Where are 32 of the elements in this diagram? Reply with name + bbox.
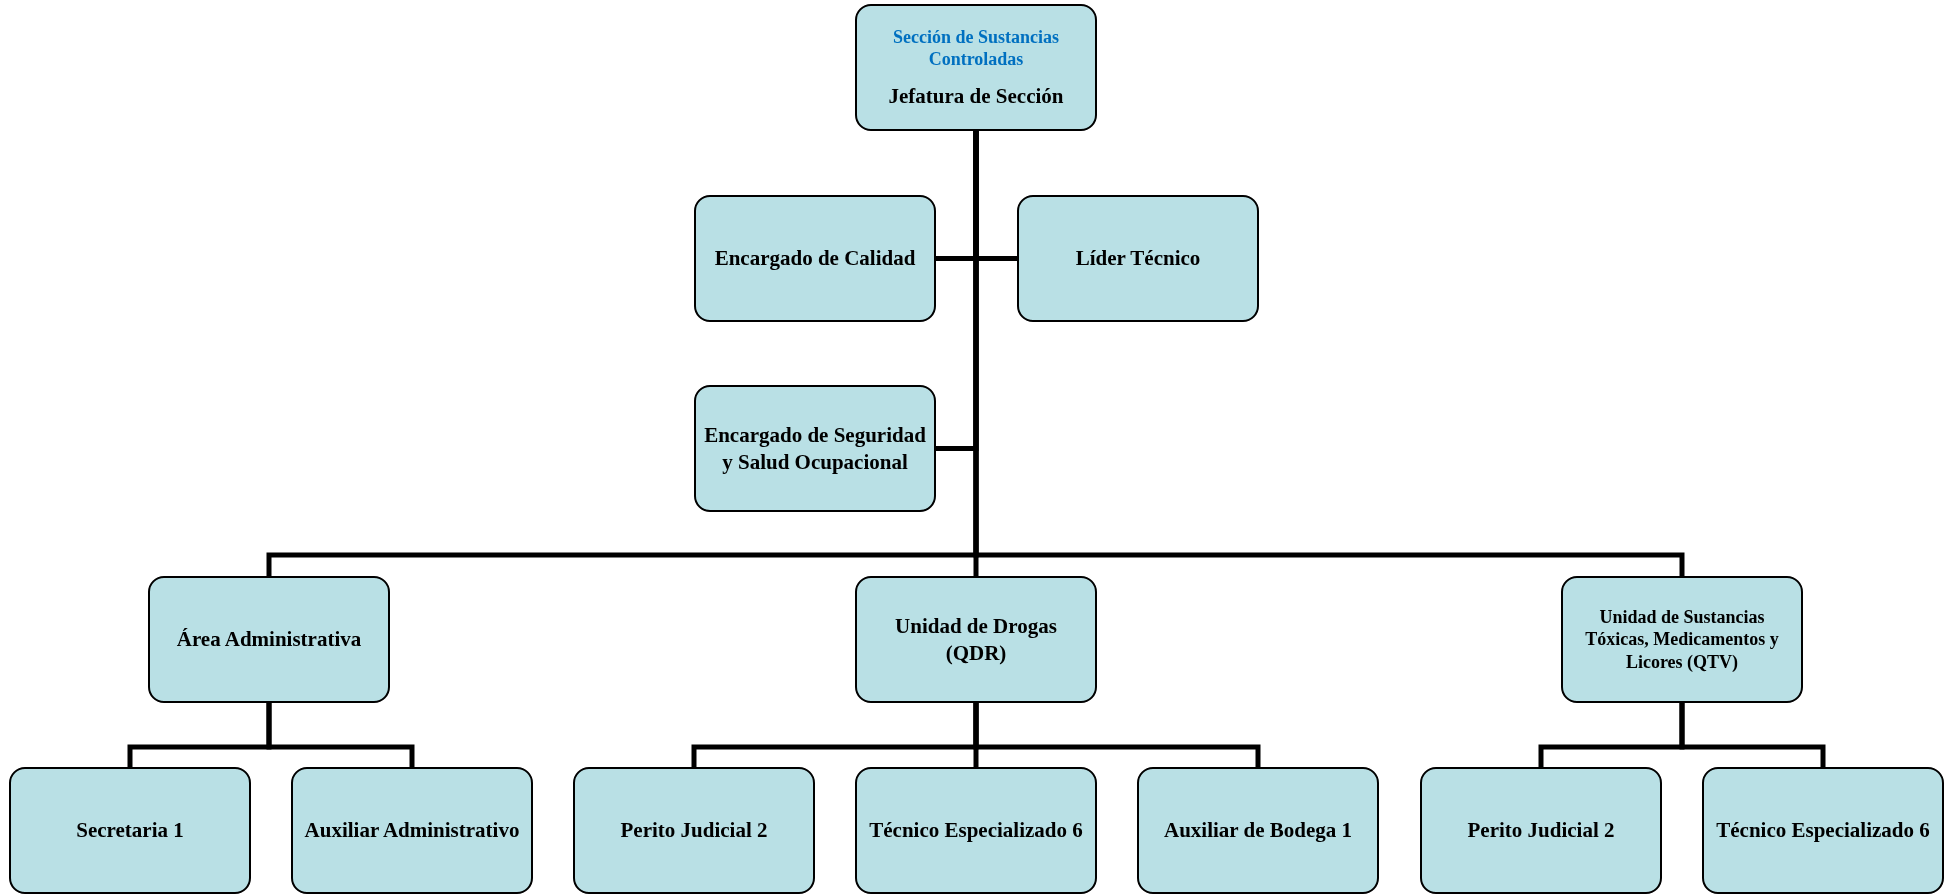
- box-label: Área Administrativa: [176, 626, 362, 653]
- box-label: Técnico Especializado 6: [1716, 817, 1930, 844]
- box-label: Unidad de Drogas (QDR): [894, 613, 1058, 666]
- org-box: [573, 767, 815, 894]
- org-box: [1420, 767, 1662, 894]
- connector-line: [266, 703, 415, 767]
- org-box: [855, 4, 1097, 131]
- org-box: [148, 576, 390, 703]
- org-box: [291, 767, 533, 894]
- org-box: [1702, 767, 1944, 894]
- box-label: Líder Técnico: [1075, 245, 1201, 272]
- box-label: Jefatura de Sección: [888, 82, 1064, 110]
- org-box: [855, 767, 1097, 894]
- connector-line: [973, 703, 1261, 767]
- box-label: Auxiliar de Bodega 1: [1163, 817, 1352, 844]
- box-label: Perito Judicial 2: [1467, 817, 1615, 844]
- org-box: [855, 576, 1097, 703]
- box-label: Secretaria 1: [76, 817, 184, 844]
- org-box: [1017, 195, 1259, 322]
- box-label: Sección de Sustancias Controladas: [892, 25, 1060, 71]
- box-label: Unidad de Sustancias Tóxicas, Medicamentos y Licores (QTV): [1584, 605, 1780, 674]
- org-box: [694, 195, 936, 322]
- org-box: [1561, 576, 1803, 703]
- connector-line: [1679, 703, 1826, 767]
- box-label: Técnico Especializado 6: [869, 817, 1083, 844]
- org-box: [694, 385, 936, 512]
- box-label: Auxiliar Administrativo: [304, 817, 520, 844]
- org-box: [9, 767, 251, 894]
- box-label: Perito Judicial 2: [620, 817, 768, 844]
- box-label: Encargado de Calidad: [714, 245, 916, 272]
- org-box: [1137, 767, 1379, 894]
- box-label: Encargado de Seguridad y Salud Ocupacional: [704, 422, 926, 475]
